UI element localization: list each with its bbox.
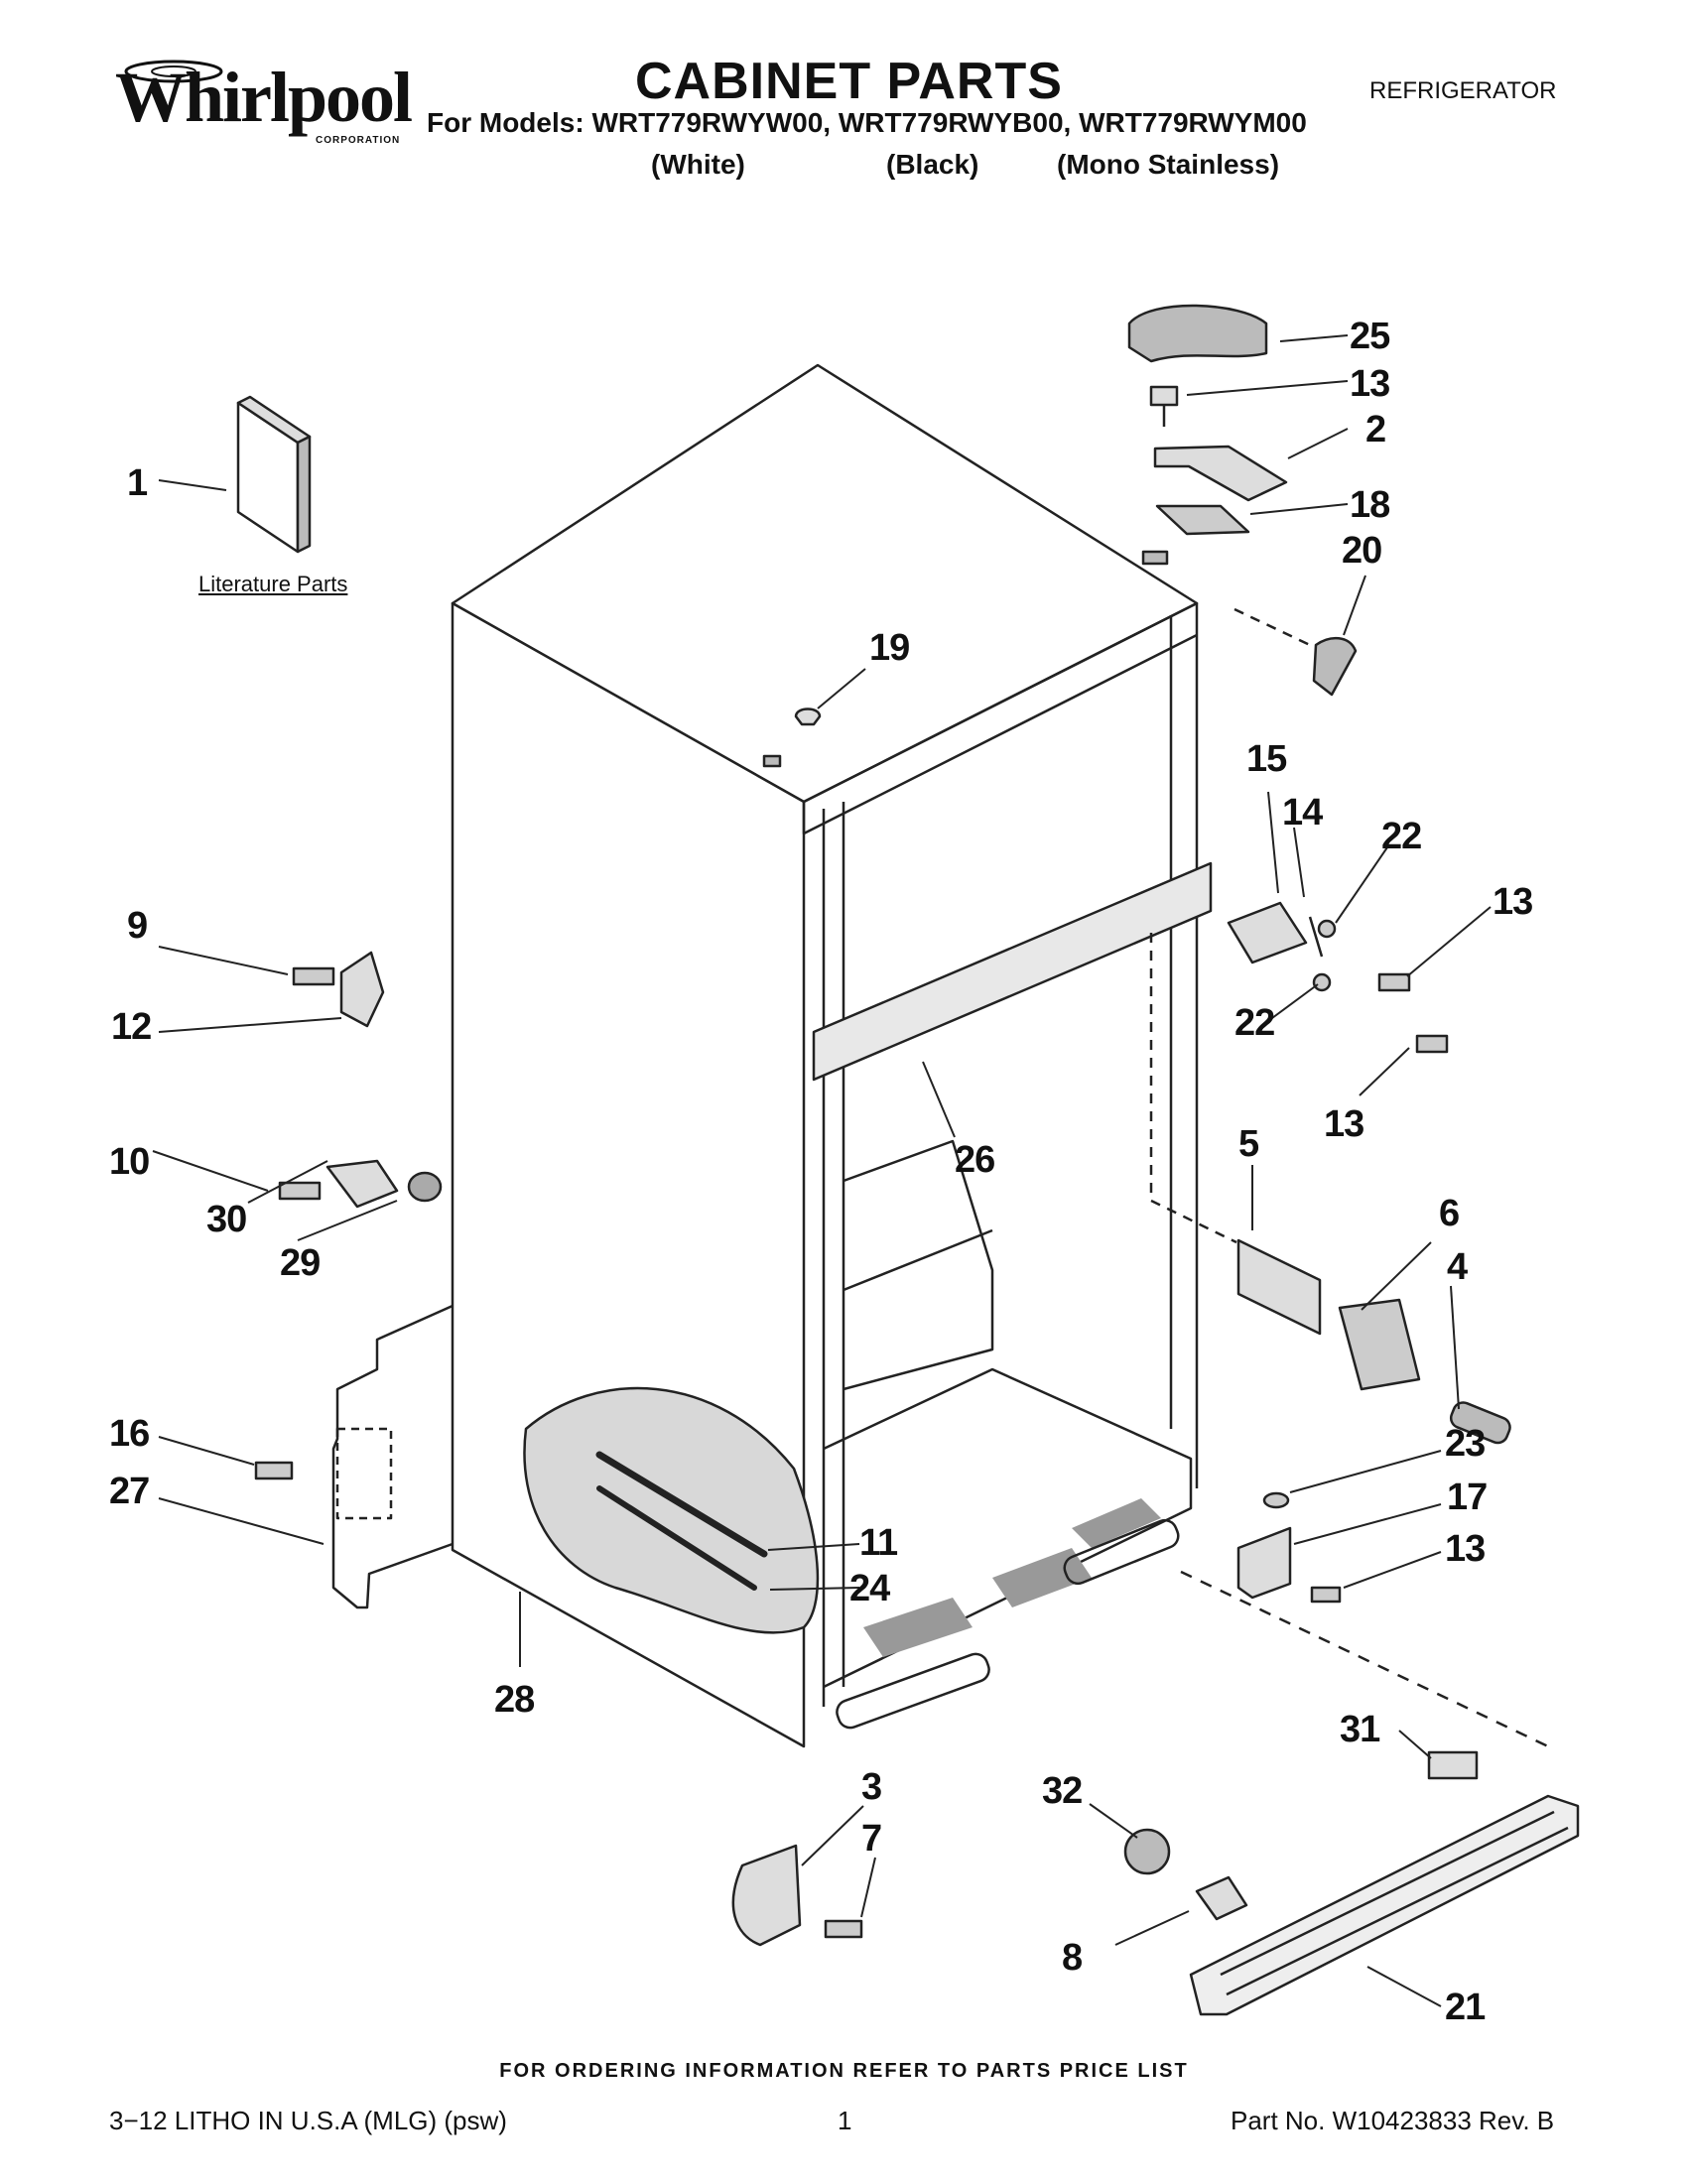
variant-mono-stainless: (Mono Stainless)	[1057, 149, 1280, 180]
callout-28: 28	[494, 1679, 535, 1721]
leader-lines	[152, 334, 1492, 2007]
callout-1: 1	[127, 462, 148, 504]
variant-white: (White)	[651, 149, 745, 180]
callout-3: 3	[861, 1766, 882, 1808]
callout-24: 24	[849, 1568, 890, 1609]
literature-booklet	[236, 395, 312, 554]
category-label: REFRIGERATOR	[1369, 77, 1557, 104]
callout-7: 7	[861, 1818, 882, 1860]
page-number: 1	[838, 2106, 852, 2135]
callout-18: 18	[1350, 484, 1390, 526]
callout-8: 8	[1062, 1937, 1083, 1979]
callout-11: 11	[859, 1522, 898, 1564]
callout-13-top: 13	[1350, 363, 1390, 405]
callout-23: 23	[1445, 1423, 1486, 1465]
callout-6: 6	[1439, 1193, 1460, 1234]
center-hinge-assembly	[1149, 901, 1449, 1244]
callout-15: 15	[1246, 738, 1287, 780]
bottom-hardware	[731, 1750, 1479, 1947]
callout-32: 32	[1042, 1770, 1083, 1812]
models-line: For Models: WRT779RWYW00, WRT779RWYB00, …	[427, 107, 1307, 138]
callout-5: 5	[1238, 1123, 1259, 1165]
variant-black: (Black)	[886, 149, 979, 180]
callout-20: 20	[1342, 530, 1382, 572]
callout-26: 26	[955, 1139, 995, 1181]
callout-21: 21	[1445, 1987, 1486, 2028]
logo-swirl-icon	[124, 60, 223, 83]
callout-25: 25	[1350, 316, 1390, 357]
lower-hinge-assembly	[1180, 1238, 1549, 1748]
callout-22-upper: 22	[1381, 816, 1422, 857]
callout-2: 2	[1365, 409, 1386, 450]
callout-10: 10	[109, 1141, 150, 1183]
side-panel-part-27	[331, 1304, 454, 1609]
callout-14: 14	[1282, 792, 1323, 834]
top-hinge-assembly	[794, 304, 1358, 726]
insulation-pad	[523, 1386, 820, 1634]
callout-13-center: 13	[1493, 881, 1533, 923]
callout-16: 16	[109, 1413, 150, 1455]
part-number: Part No. W10423833 Rev. B	[1231, 2106, 1555, 2135]
logo-wordmark: Whirlpool	[115, 58, 413, 137]
callout-31: 31	[1340, 1709, 1380, 1750]
callout-29: 29	[280, 1242, 321, 1284]
callout-30: 30	[206, 1199, 247, 1240]
base-grille	[1189, 1794, 1580, 2016]
callout-19: 19	[869, 627, 910, 669]
callout-13-middle: 13	[1324, 1103, 1364, 1145]
ordering-info: FOR ORDERING INFORMATION REFER TO PARTS …	[499, 2060, 1189, 2082]
page-title: CABINET PARTS	[635, 53, 1063, 110]
callout-17: 17	[1447, 1477, 1488, 1518]
callout-27: 27	[109, 1471, 150, 1512]
left-side-hardware	[254, 951, 443, 1480]
callout-9: 9	[127, 905, 148, 947]
logo-subtext: CORPORATION	[316, 135, 401, 146]
callout-12: 12	[111, 1006, 152, 1048]
literature-parts-label: Literature Parts	[198, 572, 348, 596]
callout-4: 4	[1447, 1246, 1468, 1288]
litho-info: 3−12 LITHO IN U.S.A (MLG) (psw)	[109, 2106, 507, 2135]
callout-22-lower: 22	[1234, 1002, 1275, 1044]
callout-13-lower: 13	[1445, 1528, 1486, 1570]
